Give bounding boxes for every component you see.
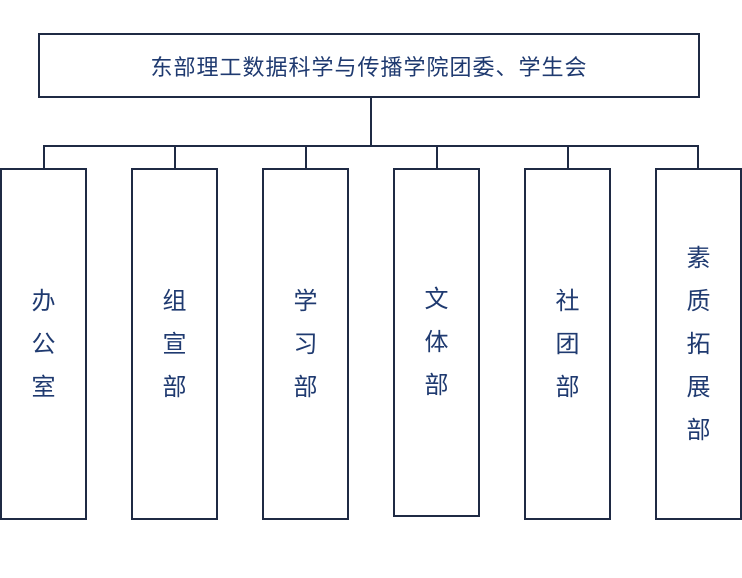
dept-char: 质 [686,286,711,315]
root-title: 东部理工数据科学与传播学院团委、学生会 [150,55,588,81]
dept-char: 团 [555,329,580,358]
dept-char: 部 [555,372,580,401]
root-node: 东部理工数据科学与传播学院团委、学生会 [38,33,700,98]
dept-char: 文 [424,285,449,313]
dept-quality-development: 素 质 拓 展 部 [655,168,742,520]
dept-char: 习 [293,329,318,358]
dept-char: 学 [293,286,318,315]
dept-char: 部 [686,415,711,444]
branch-connector-5 [567,145,569,169]
dept-char: 办 [31,286,56,315]
trunk-connector [370,98,372,146]
dept-char: 社 [555,286,580,315]
dept-clubs: 社 团 部 [524,168,611,520]
dept-char: 展 [686,372,711,401]
dept-char: 部 [424,371,449,399]
branch-connector-3 [305,145,307,169]
dept-char: 体 [424,328,449,356]
dept-char: 部 [293,372,318,401]
dept-arts-sports: 文 体 部 [393,168,480,517]
dept-study: 学 习 部 [262,168,349,520]
dept-office: 办 公 室 [0,168,87,520]
horizontal-connector [43,145,698,147]
dept-char: 部 [162,372,187,401]
dept-char: 公 [31,329,56,358]
dept-char: 素 [686,243,711,272]
branch-connector-2 [174,145,176,169]
dept-organization-publicity: 组 宣 部 [131,168,218,520]
branch-connector-4 [436,145,438,169]
branch-connector-1 [43,145,45,169]
dept-char: 拓 [686,329,711,358]
branch-connector-6 [697,145,699,169]
dept-char: 组 [162,286,187,315]
dept-char: 室 [31,372,56,401]
dept-char: 宣 [162,329,187,358]
